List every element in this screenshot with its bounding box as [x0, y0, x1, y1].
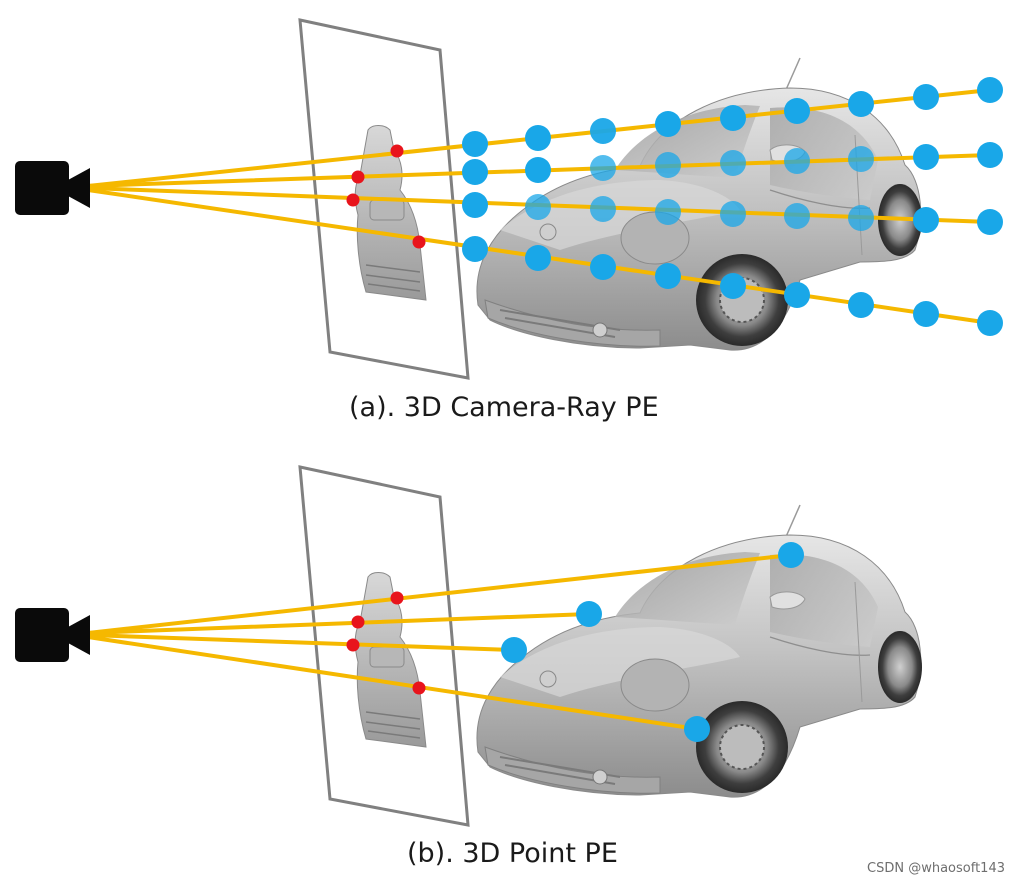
camera-icon — [15, 161, 90, 215]
image-plane-points — [346, 591, 426, 695]
caption-camera-ray-pe: (a). 3D Camera-Ray PE — [349, 392, 659, 423]
surface-points — [501, 542, 804, 742]
panel-3d-point-pe — [15, 465, 923, 827]
ray-sample-points — [462, 77, 1003, 336]
panel-camera-ray-pe — [15, 18, 1003, 380]
camera-icon — [15, 608, 90, 662]
watermark: CSDN @whaosoft143 — [867, 861, 1005, 876]
camera-rays — [86, 553, 793, 731]
image-plane-points — [346, 144, 426, 249]
caption-3d-point-pe: (b). 3D Point PE — [407, 838, 618, 869]
car-illustration — [475, 504, 923, 799]
